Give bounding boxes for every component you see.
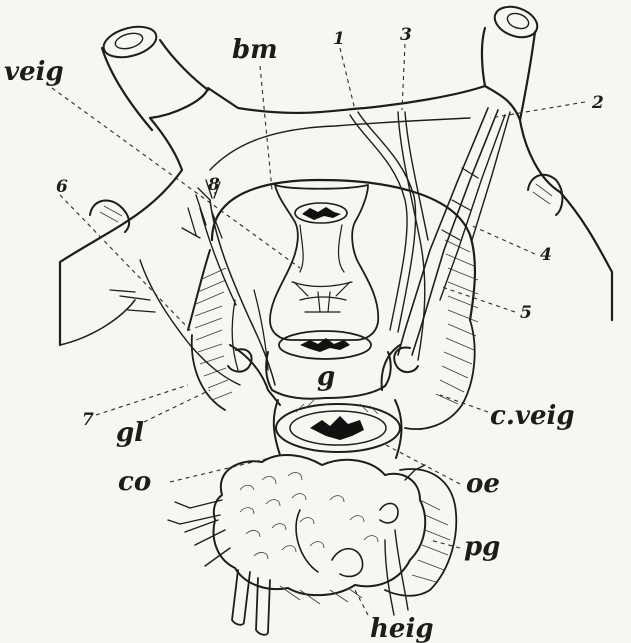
label-3: 3 <box>400 25 412 45</box>
leader-3 <box>402 44 405 110</box>
label-veig: veig <box>4 57 64 87</box>
leader-6 <box>60 195 192 332</box>
label-2: 2 <box>591 93 604 113</box>
label-7: 7 <box>82 410 94 430</box>
oesophagus <box>274 400 402 458</box>
label-cveig: c.veig <box>490 401 575 431</box>
leader-gl <box>144 390 210 422</box>
label-5: 5 <box>520 303 532 323</box>
label-1: 1 <box>333 29 345 49</box>
leader-veig <box>52 88 300 268</box>
leader-5 <box>442 287 515 312</box>
leader-4 <box>470 225 535 254</box>
label-bm: bm <box>232 35 278 65</box>
label-6: 6 <box>56 177 68 197</box>
label-8: 8 <box>207 175 220 195</box>
label-pg: pg <box>464 532 500 562</box>
nerves-upper <box>350 108 510 360</box>
label-oe: oe <box>466 469 500 499</box>
leader-2 <box>490 102 585 118</box>
leader-heig <box>355 590 368 615</box>
right-lobe <box>528 175 562 215</box>
labels: veig bm 1 3 2 6 8 4 5 g 7 gl c.veig co o… <box>4 25 604 643</box>
leader-oe <box>386 445 460 484</box>
label-gl: gl <box>116 418 144 448</box>
leader-1 <box>340 48 355 110</box>
label-co: co <box>118 467 151 497</box>
label-heig: heig <box>370 614 434 643</box>
right-tentacle <box>482 1 542 120</box>
label-g: g <box>317 362 335 392</box>
label-4: 4 <box>540 245 552 265</box>
left-lobe <box>90 200 129 232</box>
leader-cveig <box>440 395 488 412</box>
leader-bm <box>260 66 272 190</box>
leader-7 <box>96 385 188 415</box>
pedal-ganglion-mass <box>168 455 456 635</box>
buccal-plate <box>270 185 378 359</box>
left-tentacle <box>100 21 208 130</box>
leader-pg <box>430 540 460 548</box>
